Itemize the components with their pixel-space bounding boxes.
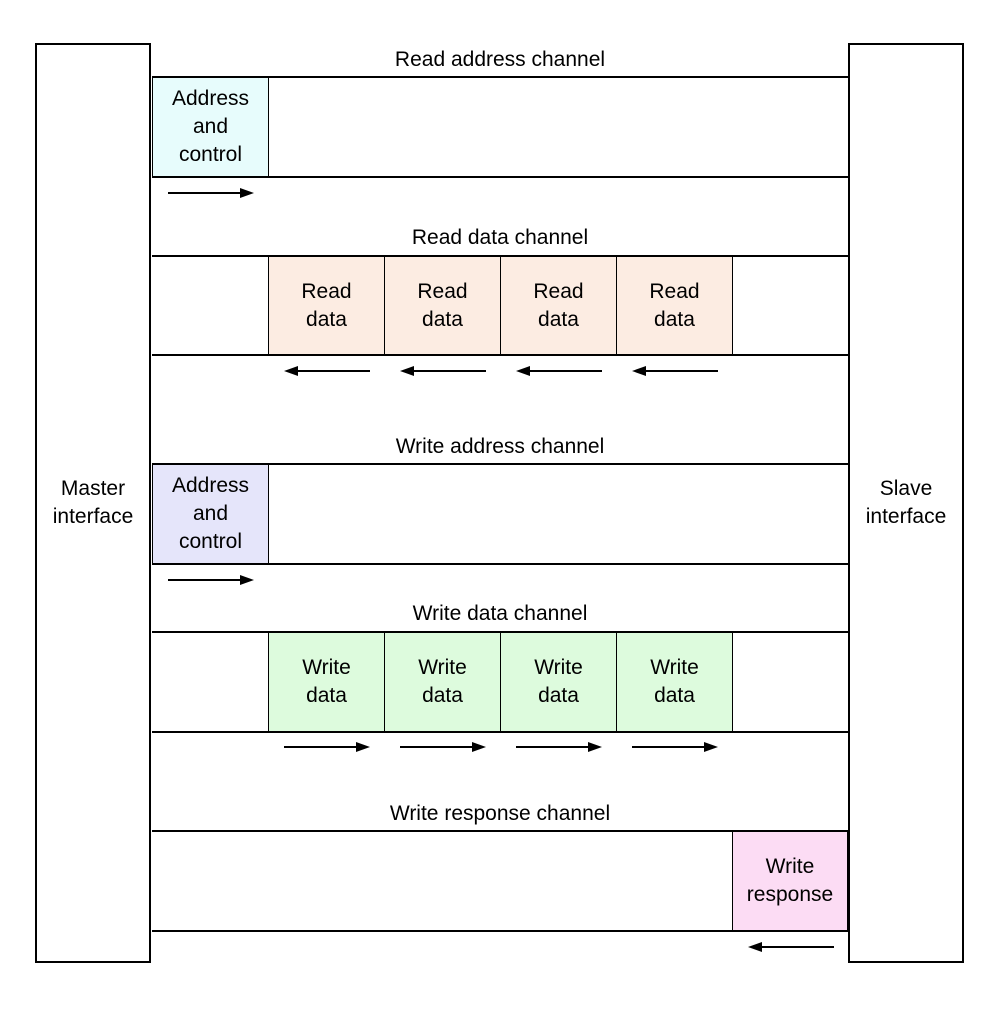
write-data-box: Write data	[268, 632, 385, 732]
left-arrow-icon	[400, 364, 486, 378]
divider	[152, 354, 848, 356]
left-arrow-icon	[516, 364, 602, 378]
divider	[152, 76, 848, 78]
write-data-box: Write data	[384, 632, 501, 732]
divider	[152, 176, 848, 178]
master-interface-label: Master interface	[52, 477, 134, 528]
read-address-control-label: Address and control	[171, 87, 250, 166]
read-data-label: Read data	[649, 279, 700, 331]
divider	[152, 463, 848, 465]
divider	[152, 930, 848, 932]
write-data-label: Write data	[302, 656, 351, 707]
slave-interface: Slave interface	[848, 43, 964, 963]
write-address-control-box: Address and control	[152, 464, 269, 564]
read-data-box: Read data	[268, 256, 385, 355]
divider	[152, 563, 848, 565]
left-arrow-icon	[284, 364, 370, 378]
write-response-label: Write response	[746, 855, 834, 906]
read-data-box: Read data	[384, 256, 501, 355]
write-response-box: Write response	[732, 831, 848, 931]
write-data-channel-title: Write data channel	[412, 602, 588, 625]
write-data-label: Write data	[650, 656, 699, 707]
write-address-control-label: Address and control	[171, 474, 250, 553]
right-arrow-icon	[632, 740, 718, 754]
write-data-label: Write data	[418, 656, 467, 707]
left-arrow-icon	[748, 940, 834, 954]
read-address-channel-title: Read address channel	[394, 48, 606, 71]
right-arrow-icon	[516, 740, 602, 754]
read-address-control-box: Address and control	[152, 77, 269, 177]
write-data-label: Write data	[534, 656, 583, 707]
right-arrow-icon	[168, 573, 254, 587]
right-arrow-icon	[284, 740, 370, 754]
right-arrow-icon	[168, 186, 254, 200]
master-interface: Master interface	[35, 43, 151, 963]
read-data-label: Read data	[417, 279, 468, 331]
divider	[152, 830, 848, 832]
read-data-label: Read data	[301, 279, 352, 331]
slave-interface-label: Slave interface	[865, 477, 947, 528]
write-address-channel-title: Write address channel	[395, 435, 605, 458]
divider	[152, 731, 848, 733]
read-data-box: Read data	[616, 256, 733, 355]
right-arrow-icon	[400, 740, 486, 754]
read-data-channel-title: Read data channel	[411, 226, 589, 249]
left-arrow-icon	[632, 364, 718, 378]
read-data-label: Read data	[533, 279, 584, 331]
write-data-box: Write data	[500, 632, 617, 732]
read-data-box: Read data	[500, 256, 617, 355]
write-data-box: Write data	[616, 632, 733, 732]
write-response-channel-title: Write response channel	[389, 802, 611, 825]
